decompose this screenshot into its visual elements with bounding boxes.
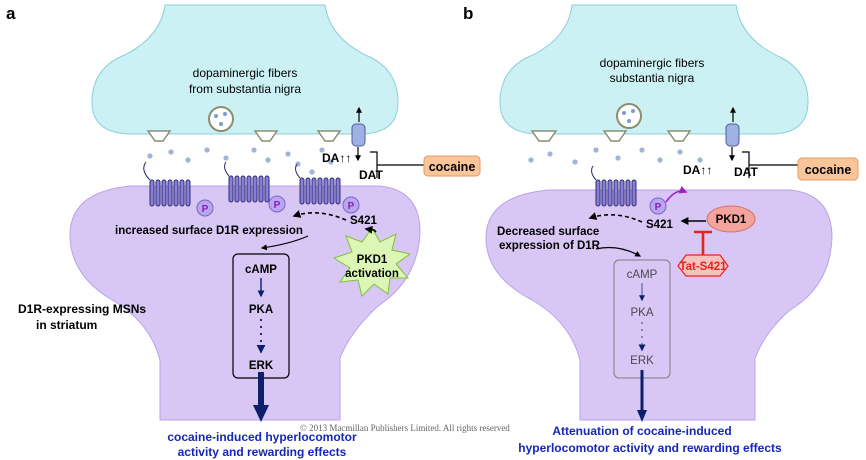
copyright-notice: © 2013 Macmillan Publishers Limited. All… bbox=[300, 423, 510, 433]
outcome-a-line2: activity and rewarding effects bbox=[178, 445, 347, 459]
erk-label-a: ERK bbox=[249, 360, 274, 372]
pkd1-activation-line1: PKD1 bbox=[357, 254, 388, 266]
camp-label-b: cAMP bbox=[627, 269, 658, 281]
phospho-badge-a2 bbox=[268, 195, 286, 213]
pkd1-activation-burst bbox=[332, 227, 412, 297]
pka-label-a: PKA bbox=[249, 304, 273, 316]
d1r-receptor-2 bbox=[224, 161, 270, 203]
tat-s421-label: Tat-S421 bbox=[679, 261, 727, 273]
da-label-b: DA↑↑ bbox=[683, 163, 712, 177]
msn-label-line1: D1R-expressing MSNs bbox=[18, 302, 146, 316]
panel-a: a dopaminergic fibers from substantia ni… bbox=[6, 4, 481, 459]
release-sites-b bbox=[530, 130, 692, 142]
dopamine-dots-b bbox=[528, 147, 703, 165]
fibers-label-b-line2: substantia nigra bbox=[610, 71, 695, 85]
inhibition-bar bbox=[694, 230, 712, 255]
increase-to-camp-arrow bbox=[260, 235, 309, 251]
decreased-expression-line2: expression of D1R bbox=[499, 240, 601, 252]
cocaine-box-b bbox=[797, 157, 859, 181]
d1r-receptor-1 bbox=[143, 161, 191, 207]
output-arrow-head-b bbox=[637, 410, 647, 422]
release-sites-a bbox=[146, 130, 342, 142]
d1r-receptor-3 bbox=[295, 163, 341, 205]
erk-label-b: ERK bbox=[630, 355, 654, 367]
outcome-b-line2: hyperlocomotor activity and rewarding ef… bbox=[518, 441, 782, 455]
cocaine-block-a bbox=[370, 151, 430, 178]
cocaine-label-b: cocaine bbox=[805, 163, 852, 177]
cocaine-box-a bbox=[423, 155, 481, 177]
panel-a-letter: a bbox=[6, 4, 16, 23]
camp-label-a: cAMP bbox=[245, 264, 277, 276]
dat-label-a: DAT bbox=[359, 168, 383, 182]
dat-transporter-b bbox=[725, 106, 740, 162]
d1r-receptor-b bbox=[591, 165, 637, 207]
phospho-release-arrow bbox=[665, 185, 688, 203]
cocaine-label-a: cocaine bbox=[429, 160, 476, 174]
decrease-to-camp-arrow bbox=[595, 246, 642, 257]
s421-label-b: S421 bbox=[646, 219, 673, 231]
phospho-badge-a1 bbox=[196, 199, 214, 217]
decreased-expression-line1: Decreased surface bbox=[497, 226, 599, 238]
phospho-badge-b bbox=[649, 197, 667, 215]
dashed-arrow-a bbox=[292, 210, 347, 221]
fibers-label-line2: from substantia nigra bbox=[189, 82, 301, 96]
outcome-a-line1: cocaine-induced hyperlocomotor bbox=[167, 430, 357, 444]
da-label-a: DA↑↑ bbox=[322, 151, 351, 165]
phospho-label-a1: P bbox=[202, 204, 209, 215]
output-arrow-head-a bbox=[253, 405, 269, 422]
pkd1-oval bbox=[706, 205, 756, 233]
vesicle-a bbox=[208, 106, 234, 132]
neuron-a bbox=[69, 185, 421, 421]
increased-expression-label: increased surface D1R expression bbox=[115, 225, 303, 237]
dat-transporter-a bbox=[351, 106, 366, 162]
neuron-b bbox=[485, 189, 833, 421]
tat-s421-box bbox=[677, 254, 729, 277]
s421-label-a: S421 bbox=[350, 215, 377, 227]
outcome-b-line1: Attenuation of cocaine-induced bbox=[552, 424, 731, 438]
panel-b: b dopaminergic fibers substantia nigra bbox=[463, 4, 859, 455]
phospho-label-a2: P bbox=[274, 200, 281, 211]
dat-label-b: DAT bbox=[734, 165, 758, 179]
fibers-label-b-line1: dopaminergic fibers bbox=[600, 56, 705, 70]
pka-label-b: PKA bbox=[630, 307, 653, 319]
pkd1-activation-line2: activation bbox=[345, 268, 399, 280]
dopaminergic-terminal-a bbox=[91, 4, 399, 135]
phospho-label-b: P bbox=[655, 202, 662, 213]
fibers-label-line1: dopaminergic fibers bbox=[193, 66, 298, 80]
dopamine-dots-a bbox=[147, 147, 334, 175]
phospho-badge-a3 bbox=[342, 196, 360, 214]
phospho-label-a3: P bbox=[348, 201, 355, 212]
dopaminergic-terminal-b bbox=[499, 4, 809, 135]
panel-b-letter: b bbox=[463, 4, 473, 23]
cocaine-block-b bbox=[742, 151, 800, 178]
vesicle-b bbox=[616, 103, 642, 129]
pkd1-label-b: PKD1 bbox=[716, 214, 747, 226]
msn-label-line2: in striatum bbox=[36, 318, 97, 332]
output-arrow-shaft-a bbox=[258, 372, 264, 407]
pkd1-to-s421-arrow bbox=[364, 225, 377, 234]
